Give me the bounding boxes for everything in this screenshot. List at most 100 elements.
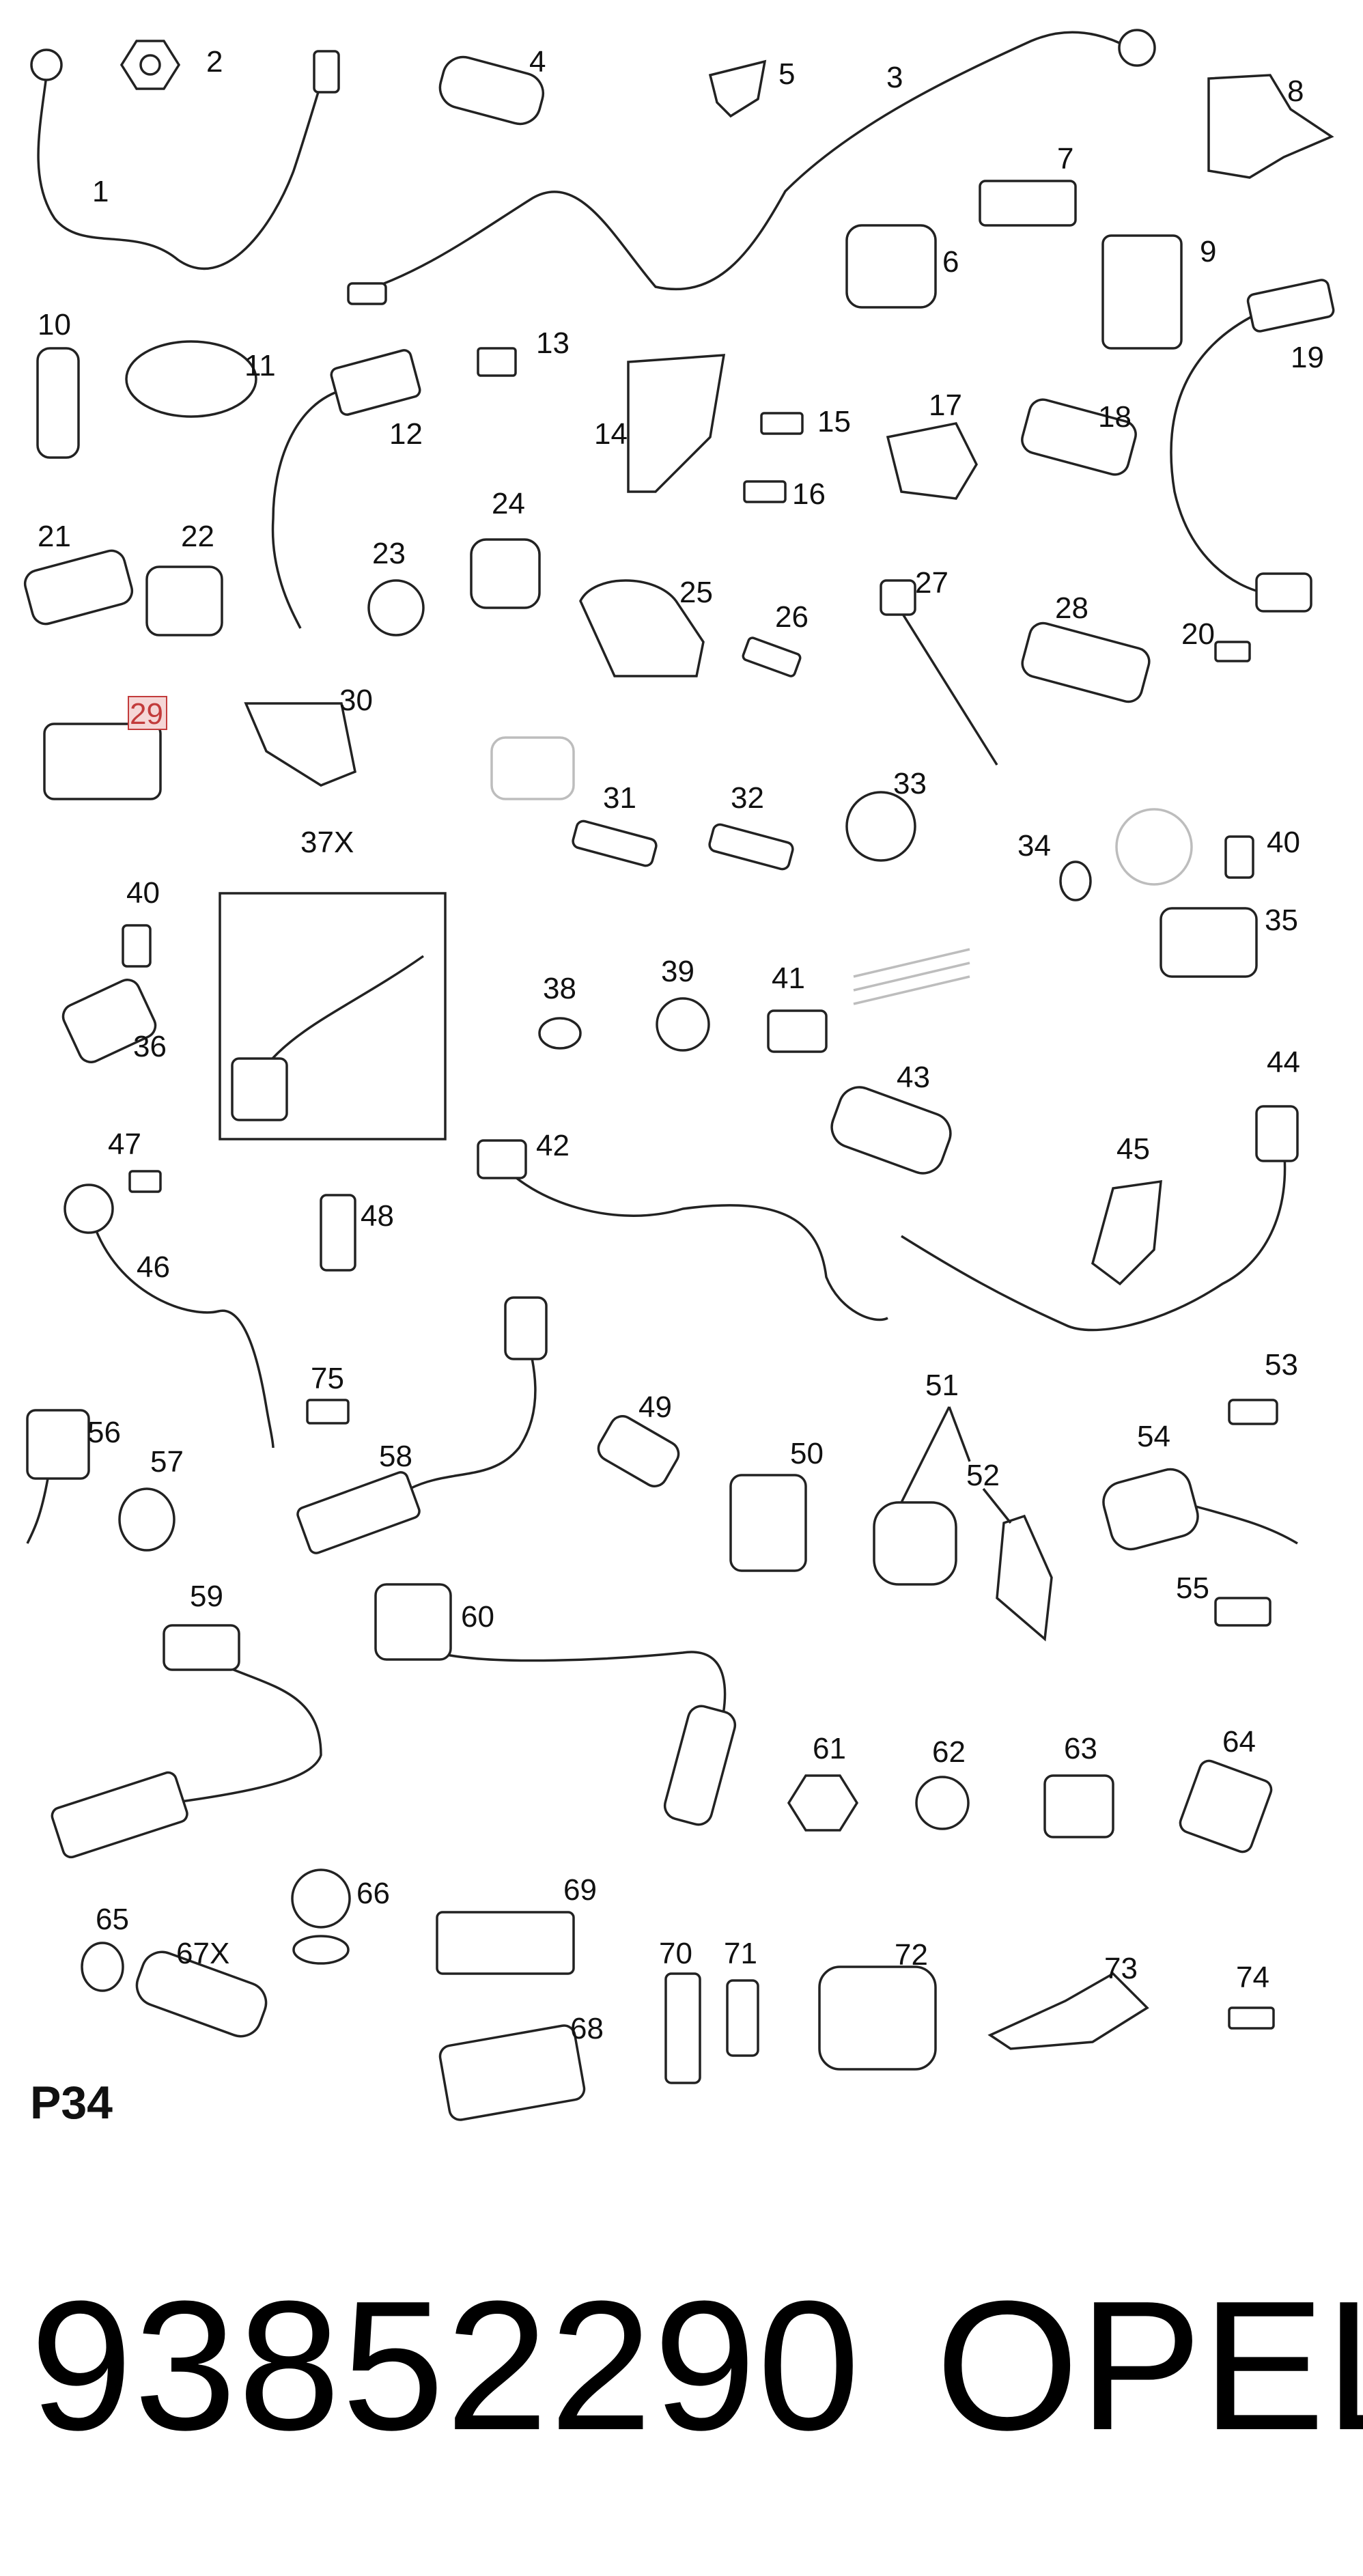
part-23-clip [367, 579, 425, 636]
callout-20: 20 [1181, 617, 1215, 651]
part-69-module [436, 1911, 575, 1975]
part-68-module [438, 2024, 586, 2121]
part-60-cable [436, 1651, 727, 1742]
part-16-bolt [743, 480, 787, 503]
callout-13: 13 [536, 326, 570, 360]
part-65-ring [81, 1942, 124, 1992]
part-9-switch [1101, 234, 1183, 350]
part-72-bracket [818, 1965, 937, 2071]
callout-44: 44 [1267, 1046, 1300, 1079]
callout-65: 65 [96, 1903, 129, 1936]
callout-35: 35 [1265, 904, 1298, 937]
callout-25: 25 [679, 576, 713, 609]
page-label: P34 [30, 2077, 113, 2129]
part-44-cable [901, 1147, 1287, 1332]
part-3-cable [354, 31, 1141, 295]
part-60-connector [374, 1583, 452, 1661]
callout-16: 16 [792, 477, 826, 511]
part-42-connector [477, 1139, 527, 1179]
part-35-body [1160, 907, 1258, 978]
part-51-leader-a [900, 1406, 951, 1503]
part-59-connector [51, 1771, 188, 1859]
part-15-bolt [760, 412, 804, 435]
callout-3: 3 [886, 61, 903, 94]
part-29-body [43, 723, 162, 800]
part-61-nut [787, 1774, 859, 1832]
callout-66: 66 [356, 1877, 390, 1910]
part-51-body [873, 1501, 957, 1586]
part-31-bolt [572, 820, 658, 867]
callout-11: 11 [244, 349, 276, 382]
callout-17: 17 [929, 389, 962, 422]
callout-labels: 1 2 3 4 5 6 7 8 9 10 11 12 13 14 15 16 1… [38, 45, 1324, 2045]
callout-40-a: 40 [1267, 826, 1300, 859]
callout-30: 30 [339, 684, 373, 717]
callout-38: 38 [543, 972, 576, 1005]
part-26-bolt [742, 636, 802, 677]
callout-42: 42 [536, 1129, 570, 1162]
part-40-bolt-b [122, 924, 152, 968]
callout-32: 32 [731, 781, 764, 815]
part-38-ring [538, 1017, 582, 1050]
part-64-holder [1179, 1759, 1273, 1853]
part-66-plug [291, 1868, 351, 1929]
part-47-bolt [128, 1170, 162, 1193]
part-45-bracket [1091, 1179, 1162, 1286]
part-66-ring [292, 1935, 350, 1965]
part-drawings [23, 29, 1335, 2121]
part-67x-body [135, 1950, 268, 2038]
callout-59: 59 [190, 1580, 223, 1613]
callout-62: 62 [932, 1735, 966, 1769]
part-44-connector [1255, 1105, 1299, 1162]
callout-75: 75 [311, 1362, 344, 1395]
callout-18: 18 [1098, 400, 1132, 434]
part-46-cable [94, 1229, 275, 1448]
callout-10: 10 [38, 308, 71, 341]
part-1-plug [313, 50, 340, 94]
callout-36: 36 [133, 1030, 167, 1063]
callout-53: 53 [1265, 1348, 1298, 1382]
callout-33: 33 [893, 767, 927, 800]
part-36-body [61, 979, 157, 1063]
part-56-wires [26, 1478, 49, 1544]
callout-43: 43 [897, 1061, 930, 1094]
part-41-connector [767, 1009, 828, 1053]
part-28-body [1021, 621, 1151, 703]
part-50-body [729, 1474, 807, 1572]
part-48-bolt [320, 1194, 356, 1272]
part-63-clip [1043, 1774, 1114, 1838]
callout-4: 4 [529, 45, 546, 79]
callout-23: 23 [372, 537, 406, 570]
part-49-body [597, 1415, 680, 1487]
part-42-cable [497, 1160, 888, 1321]
callout-22: 22 [181, 520, 214, 553]
callout-64: 64 [1222, 1725, 1256, 1759]
part-75-screw [306, 1399, 350, 1425]
part-33-body [845, 791, 916, 862]
part-1-cable [37, 61, 329, 270]
callout-54: 54 [1137, 1420, 1170, 1453]
callout-60: 60 [461, 1600, 494, 1634]
part-19-cable [1170, 313, 1271, 596]
part-59-probe [163, 1624, 240, 1671]
callout-68: 68 [570, 2012, 604, 2045]
callout-67x: 67X [176, 1937, 229, 1970]
callout-27: 27 [915, 566, 949, 600]
part-57-ring [118, 1487, 175, 1552]
callout-63: 63 [1064, 1732, 1097, 1765]
part-56-connector [26, 1409, 90, 1480]
part-34-ring [1059, 860, 1092, 901]
part-52-bracket [996, 1514, 1053, 1642]
callout-72: 72 [895, 1938, 928, 1972]
part-8-bracket [1207, 74, 1334, 179]
callout-49: 49 [638, 1390, 672, 1424]
part-17-holder [886, 422, 978, 500]
callout-29: 29 [130, 697, 163, 731]
part-27-probe [893, 600, 998, 766]
callout-69: 69 [563, 1873, 597, 1907]
part-54-body [1102, 1468, 1199, 1551]
part-faded-harness [853, 948, 970, 1005]
part-5-clip [708, 59, 767, 118]
part-58-probe [504, 1296, 548, 1360]
